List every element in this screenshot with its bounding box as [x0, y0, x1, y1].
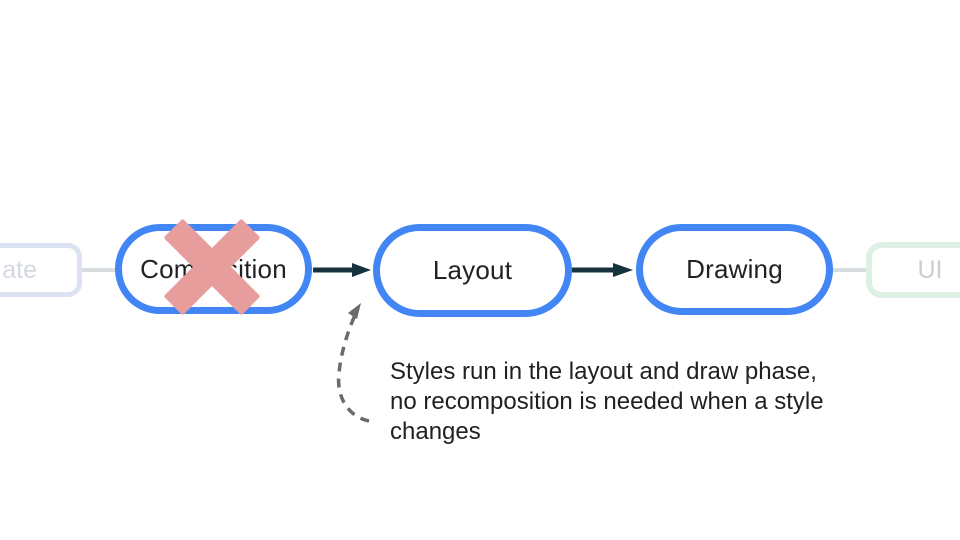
caption-text: Styles run in the layout and draw phase,… — [390, 358, 824, 445]
node-ui-label: UI — [917, 255, 943, 284]
arrow-composition-to-layout — [313, 263, 371, 277]
node-state-label: ate — [2, 255, 37, 284]
node-ui: UI — [866, 242, 960, 298]
node-drawing: Drawing — [636, 224, 833, 315]
node-layout: Layout — [373, 224, 572, 317]
node-layout-label: Layout — [432, 255, 513, 285]
arrow-layout-to-drawing — [572, 263, 633, 277]
crossed-out-x-icon — [163, 218, 261, 316]
dashed-annotation-arrow — [336, 303, 370, 423]
node-drawing-label: Drawing — [686, 254, 783, 284]
node-state: ate — [0, 243, 82, 297]
